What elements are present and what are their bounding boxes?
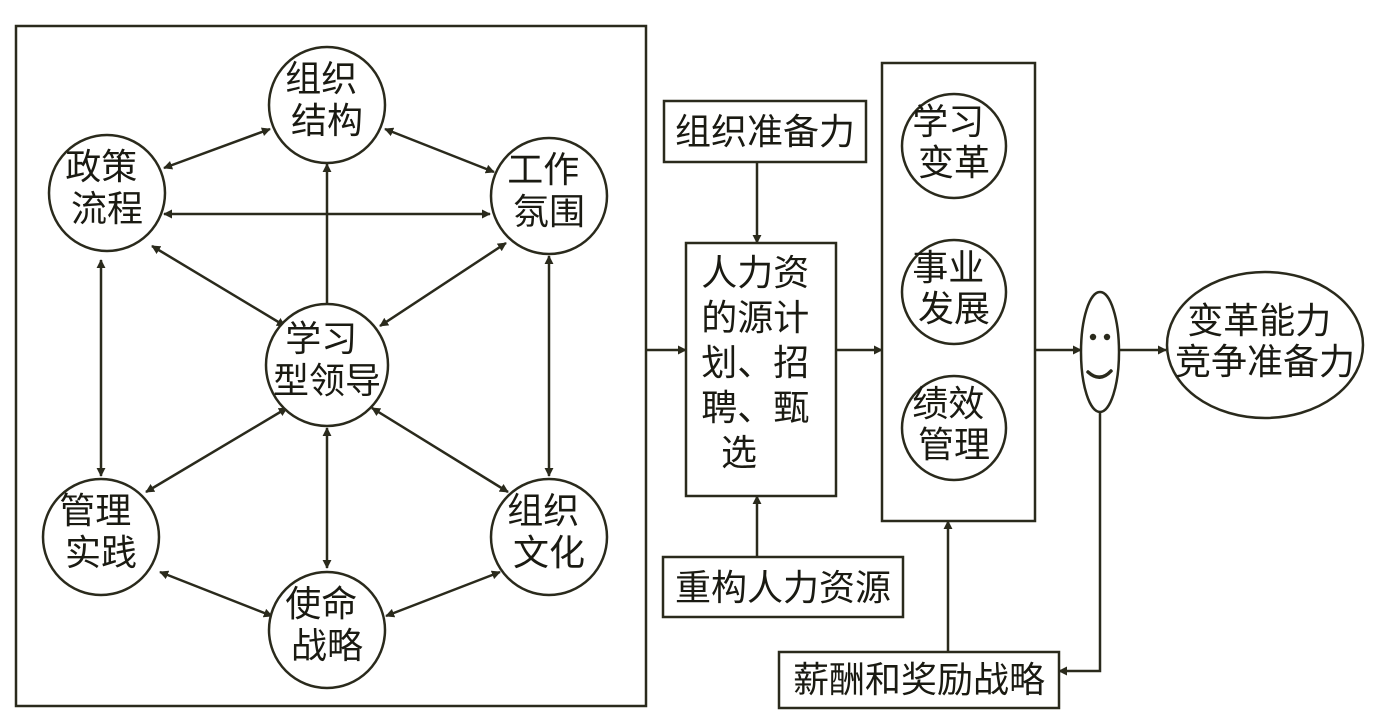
- smiley-mouth: [1086, 369, 1113, 379]
- connector-atmosphere-leadership: [379, 241, 507, 328]
- connector-structure-policy: [163, 127, 271, 170]
- label-performance-management: 绩效 管理: [912, 384, 995, 466]
- box-restructure-hr: [661, 555, 905, 619]
- label-management-practice: 管理 实践: [59, 491, 142, 574]
- node-mission-strategy: [267, 570, 387, 690]
- label-learning-change: 学习 变革: [912, 102, 995, 184]
- node-performance-management: [900, 374, 1008, 482]
- smiley-right-eye: [1103, 333, 1111, 341]
- node-learning-leadership: [264, 302, 390, 428]
- label-organization-readiness: 组织准备力: [675, 112, 855, 153]
- label-career-development: 事业 发展: [912, 248, 995, 330]
- box-hr-process: [684, 241, 838, 498]
- label-work-atmosphere: 工作 氛围: [507, 150, 590, 233]
- smiley-face-icon: [1079, 290, 1121, 414]
- node-change-capability: [1165, 270, 1365, 420]
- node-organization-culture: [489, 477, 609, 597]
- flow-arrows: [646, 162, 1167, 676]
- node-organization-structure: [267, 45, 387, 165]
- box-compensation-strategy: [777, 650, 1061, 710]
- label-organization-structure: 组织 结构: [285, 59, 368, 142]
- connector-culture-mission: [385, 570, 501, 618]
- connector-policy-leadership: [151, 244, 286, 328]
- node-management-practice: [41, 477, 161, 597]
- node-policy-process: [47, 133, 167, 253]
- node-career-development: [900, 238, 1008, 346]
- label-mission-strategy: 使命 战略: [285, 584, 368, 667]
- arrow-smiley-to-compensation: [1058, 412, 1102, 676]
- connector-leadership-culture: [371, 406, 509, 494]
- label-compensation-strategy: 薪酬和奖励战略: [793, 660, 1045, 701]
- connector-leadership-practice: [145, 406, 288, 494]
- label-change-capability: 变革能力 竞争准备力: [1175, 301, 1355, 383]
- label-hr-process: 人力资 的源计 划、招 聘、甄 选: [701, 253, 820, 474]
- label-organization-culture: 组织 文化: [507, 491, 590, 574]
- node-work-atmosphere: [489, 136, 609, 256]
- connector-practice-mission: [159, 570, 273, 618]
- label-policy-process: 政策 流程: [65, 147, 148, 230]
- connectors: [96, 127, 554, 618]
- label-learning-leadership: 学习 型领导: [273, 319, 381, 402]
- box-organization-readiness: [662, 99, 868, 164]
- connector-structure-atmosphere: [384, 127, 495, 174]
- label-restructure-hr: 重构人力资源: [675, 568, 891, 609]
- smiley-left-eye: [1089, 333, 1097, 341]
- node-learning-change: [900, 92, 1008, 200]
